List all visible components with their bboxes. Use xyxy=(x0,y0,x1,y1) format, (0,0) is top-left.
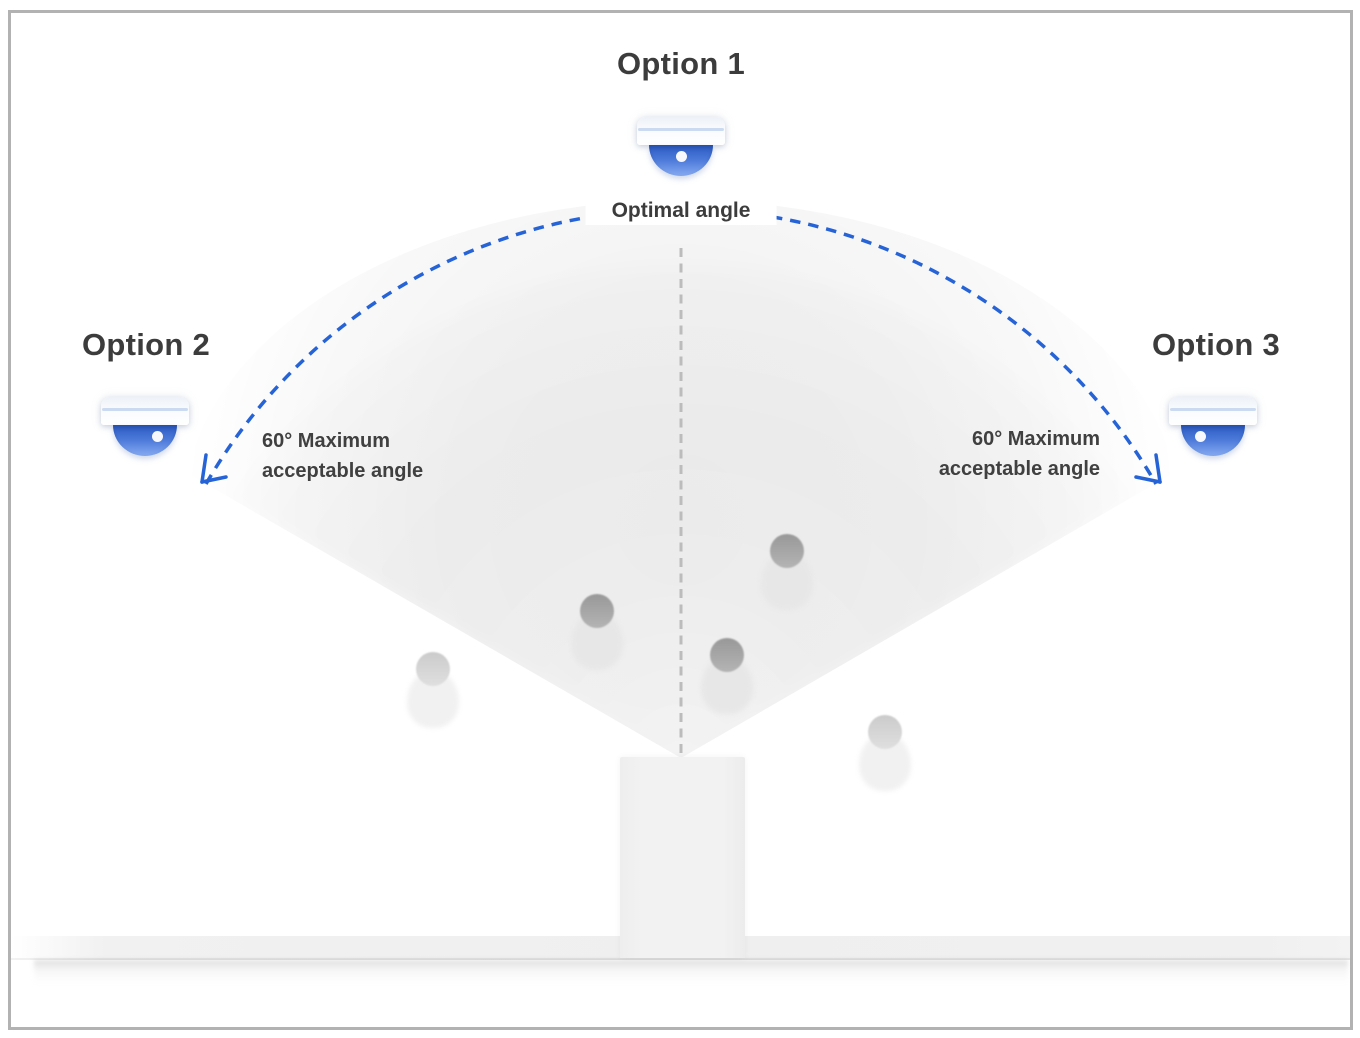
person-in-view-1 xyxy=(571,594,623,672)
max-angle-label-left: 60° Maximum acceptable angle xyxy=(262,426,423,486)
camera-option-2 xyxy=(101,397,189,457)
option-3-title: Option 3 xyxy=(1151,327,1281,362)
dome-camera-icon-trim xyxy=(1170,408,1256,411)
max-angle-right-line2: acceptable angle xyxy=(938,458,1100,480)
dome-camera-icon xyxy=(113,425,177,456)
person-head xyxy=(770,534,804,568)
dome-camera-icon-base xyxy=(1169,397,1257,425)
max-angle-left-line1: 60° Maximum xyxy=(262,430,391,452)
camera-lens-icon xyxy=(1195,431,1206,442)
camera-lens-icon xyxy=(675,151,687,162)
person-in-view-2 xyxy=(761,534,813,612)
dome-camera-icon-trim xyxy=(102,408,188,411)
option-1-title: Option 1 xyxy=(616,46,746,81)
person-head xyxy=(580,594,614,628)
person-head xyxy=(868,715,902,749)
max-angle-right-line1: 60° Maximum xyxy=(971,428,1100,450)
person-out-of-view-1 xyxy=(407,652,459,730)
person-head xyxy=(416,652,450,686)
wall-pillar xyxy=(620,757,745,958)
camera-lens-icon xyxy=(152,431,163,442)
person-in-view-3 xyxy=(701,638,753,716)
optimal-angle-label: Optimal angle xyxy=(585,197,777,225)
option-2-title: Option 2 xyxy=(81,327,211,362)
person-out-of-view-2 xyxy=(859,715,911,793)
dome-camera-icon-trim xyxy=(638,128,724,131)
dome-camera-icon-base xyxy=(637,117,725,145)
camera-option-1 xyxy=(637,117,725,177)
dome-camera-icon xyxy=(649,145,713,176)
max-angle-label-right: 60° Maximum acceptable angle xyxy=(939,424,1100,484)
person-head xyxy=(710,638,744,672)
max-angle-left-line2: acceptable angle xyxy=(262,460,424,482)
dome-camera-icon xyxy=(1181,425,1245,456)
dome-camera-icon-base xyxy=(101,397,189,425)
floor-shadow xyxy=(34,960,1348,984)
camera-option-3 xyxy=(1169,397,1257,457)
